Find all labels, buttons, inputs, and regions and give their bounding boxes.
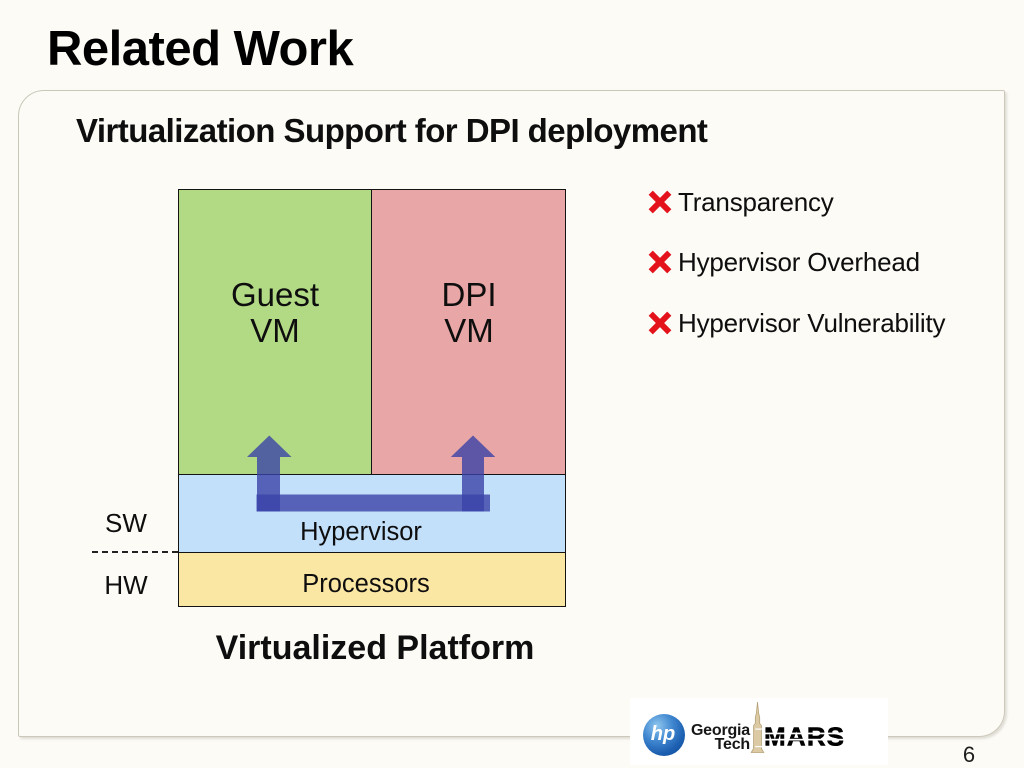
bullet-label: Hypervisor Vulnerability — [678, 307, 946, 338]
hp-logo-text: hp — [650, 723, 676, 745]
hypervisor-label: Hypervisor — [300, 517, 422, 546]
software-side-label: SW — [105, 508, 147, 538]
vm-label-line2: VM — [444, 311, 494, 349]
red-cross-icon — [648, 250, 672, 274]
processors-box — [178, 553, 566, 607]
mars-logo-text: MARS — [764, 724, 845, 748]
hardware-side-label: HW — [104, 569, 148, 600]
vm-label-line2: VM — [250, 311, 300, 349]
georgia-tech-line2: Tech — [714, 735, 751, 753]
georgia-tech-line1: Georgia — [690, 721, 750, 739]
content-panel — [18, 90, 1005, 737]
diagram-caption: Virtualized Platform — [215, 628, 535, 667]
bullet-label: Hypervisor Overhead — [678, 247, 920, 277]
red-cross-icon — [648, 311, 672, 334]
hp-logo: hp — [643, 714, 685, 756]
hypervisor-box — [178, 475, 566, 553]
processors-label: Processors — [302, 569, 430, 598]
mars-logo: MARS — [763, 724, 855, 748]
red-cross-icon — [648, 190, 672, 213]
bullet-transparency: Transparency — [648, 186, 834, 217]
bullet-hypervisor-overhead: Hypervisor Overhead — [648, 247, 920, 277]
bullet-label: Transparency — [678, 186, 834, 217]
page-number: 6 — [962, 741, 976, 767]
section-heading: Virtualization Support for DPI deploymen… — [76, 112, 708, 149]
slide-title: Related Work — [47, 21, 354, 76]
bullet-hypervisor-vulnerability: Hypervisor Vulnerability — [648, 307, 946, 338]
georgia-tech-logo: Georgia Tech — [684, 721, 751, 753]
dpi-vm-box — [372, 189, 566, 475]
vm-label-line1: DPI — [441, 275, 497, 313]
vm-label-line1: Guest — [230, 275, 320, 313]
tech-tower-icon — [750, 702, 765, 753]
sw-hw-dashed-divider — [92, 551, 178, 553]
